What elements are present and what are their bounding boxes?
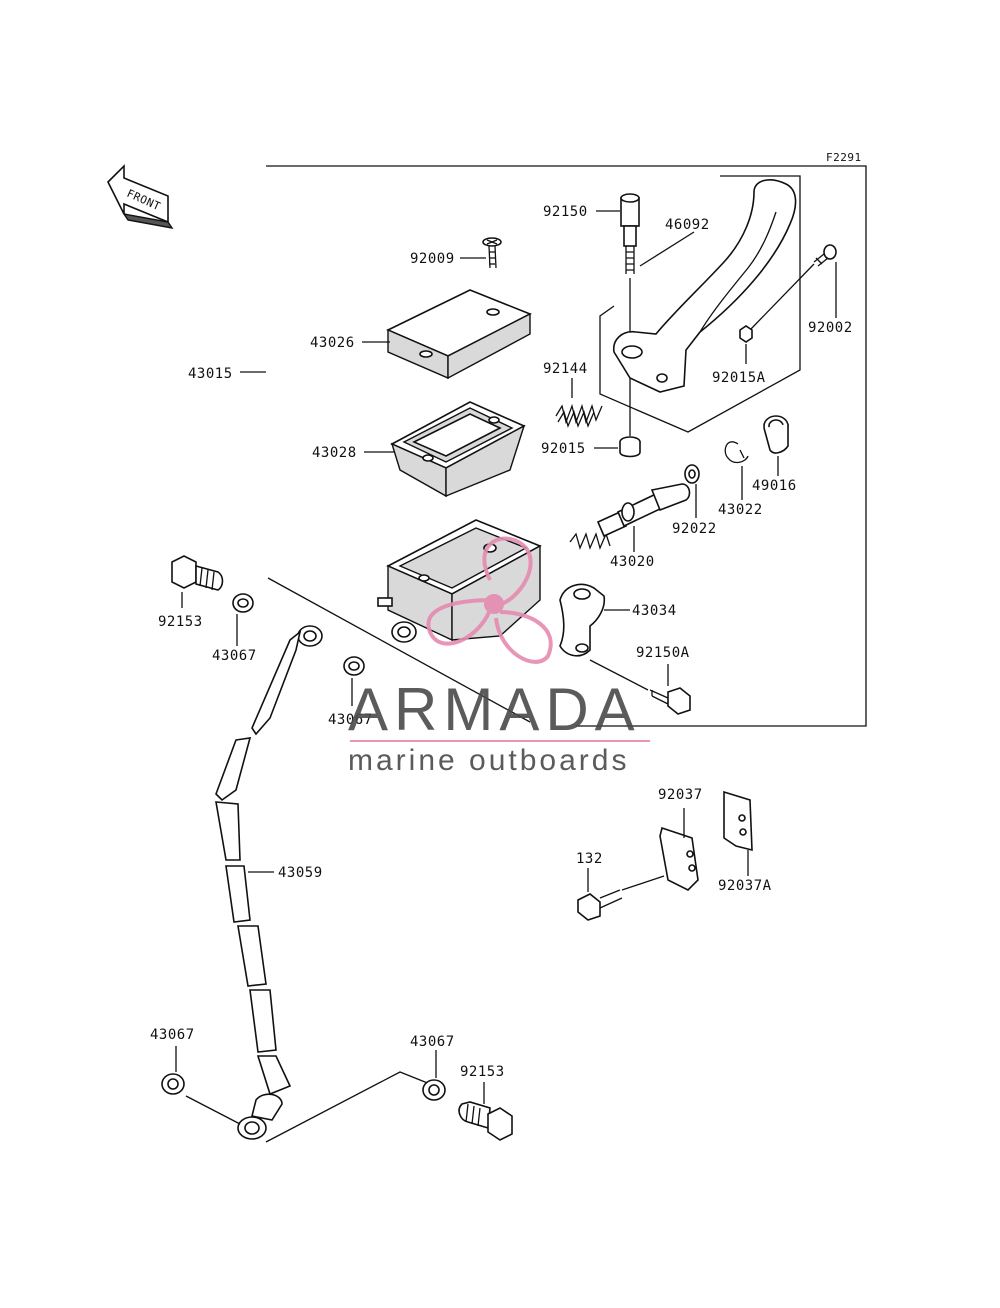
label-92022: 92022 [672, 521, 717, 537]
label-92150: 92150 [543, 204, 588, 220]
label-43067-d: 43067 [410, 1034, 455, 1050]
label-92015A: 92015A [712, 370, 766, 386]
label-132: 132 [576, 851, 603, 867]
pivot-bolt-92150 [620, 193, 640, 274]
bracket-92037A [723, 790, 753, 852]
armada-tagline: marine outboards [348, 744, 629, 777]
label-92150A: 92150A [636, 645, 690, 661]
reference-line [267, 577, 531, 723]
label-49016: 49016 [752, 478, 797, 494]
assembly-frame [240, 165, 867, 727]
screw-92009 [482, 237, 502, 269]
label-43067-a: 43067 [212, 648, 257, 664]
label-92153-bottom: 92153 [460, 1064, 505, 1080]
diaphragm-43028 [390, 401, 526, 498]
label-92015: 92015 [541, 441, 586, 457]
brake-lever-46092 [599, 175, 801, 433]
label-92037A: 92037A [718, 878, 772, 894]
circlip-43022 [724, 441, 749, 464]
bolt-92150A [589, 659, 691, 715]
armada-watermark: ARMADA marine outboards [348, 536, 650, 777]
label-43028: 43028 [312, 445, 357, 461]
label-43015: 43015 [188, 366, 233, 382]
washer-43067-c [161, 1073, 185, 1095]
bolt-132 [577, 889, 623, 921]
banjo-bolt-92153-bottom [458, 1101, 513, 1141]
adjust-screw-92002 [749, 244, 837, 331]
banjo-bolt-92153-top [171, 555, 224, 591]
label-43067-c: 43067 [150, 1027, 195, 1043]
label-46092: 46092 [665, 217, 710, 233]
label-43034: 43034 [632, 603, 677, 619]
spring-92144 [555, 403, 603, 428]
label-43026: 43026 [310, 335, 355, 351]
label-43020: 43020 [610, 554, 655, 570]
label-43059: 43059 [278, 865, 323, 881]
front-arrow-icon: FRONT [107, 164, 174, 229]
bracket-92037 [621, 826, 699, 891]
armada-brand: ARMADA [348, 676, 641, 743]
washer-43067-b [343, 656, 365, 676]
label-92153-top: 92153 [158, 614, 203, 630]
nut-92015 [619, 436, 641, 458]
piston-kit-43020 [569, 483, 691, 550]
brake-hose-43059 [215, 625, 323, 1140]
diagram-code: F2291 [826, 151, 862, 164]
dust-boot-49016 [763, 415, 789, 454]
washer-92022 [684, 464, 700, 484]
washer-43067-d [422, 1079, 446, 1101]
master-cylinder-body [377, 519, 542, 643]
label-92037: 92037 [658, 787, 703, 803]
label-92144: 92144 [543, 361, 588, 377]
label-92009: 92009 [410, 251, 455, 267]
label-43067-b: 43067 [328, 712, 373, 728]
armada-logo-icon [426, 536, 553, 664]
clamp-43034 [559, 583, 606, 657]
washer-43067-a [232, 593, 254, 613]
nut-92015A [739, 325, 753, 343]
label-43022: 43022 [718, 502, 763, 518]
reservoir-cover-43026 [386, 289, 532, 380]
label-92002: 92002 [808, 320, 853, 336]
